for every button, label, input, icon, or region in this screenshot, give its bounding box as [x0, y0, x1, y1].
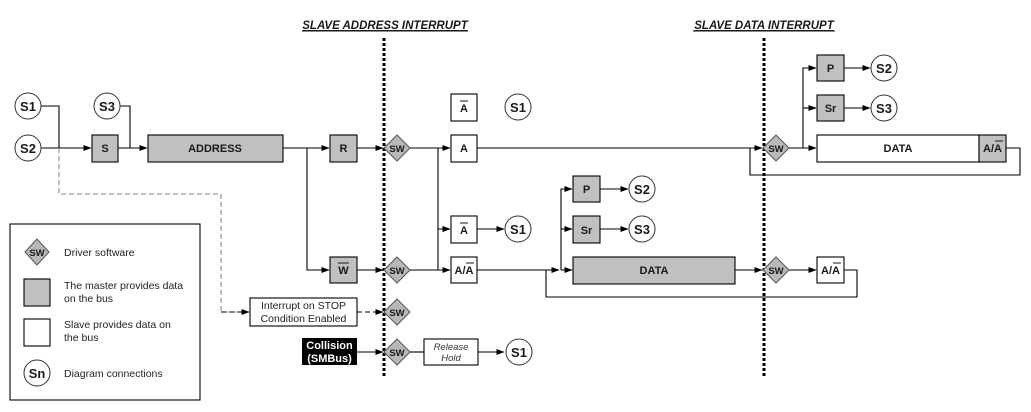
svg-text:A: A — [460, 225, 468, 237]
svg-text:S1: S1 — [511, 345, 527, 360]
svg-text:SW: SW — [389, 348, 404, 359]
sw-diamond: SW — [383, 338, 411, 366]
restart-block: Sr — [572, 215, 601, 244]
svg-text:S1: S1 — [510, 100, 526, 115]
svg-text:S2: S2 — [876, 61, 892, 76]
connector-s3: S3 — [628, 215, 656, 243]
connector-s3: S3 — [93, 92, 121, 120]
svg-text:Sn: Sn — [29, 366, 46, 381]
svg-text:S: S — [101, 143, 108, 155]
svg-text:P: P — [827, 63, 834, 75]
restart-block: Sr — [816, 94, 845, 122]
sw-diamond: SW — [383, 256, 411, 284]
svg-text:Slave provides data on: Slave provides data on — [64, 319, 171, 331]
legend: SW Driver software The master provides d… — [9, 223, 201, 401]
stop-interrupt-block: Interrupt on STOP Condition Enabled — [249, 297, 358, 327]
svg-text:SW: SW — [29, 248, 44, 259]
data-block-read: DATA — [816, 134, 980, 163]
connector-circle-icon — [23, 359, 51, 387]
read-block: R — [329, 134, 358, 163]
legend-item-slave: Slave provides data on the bus — [23, 318, 171, 347]
stop-block: P — [816, 54, 845, 82]
sw-diamond: SW — [383, 134, 411, 162]
stop-interrupt-path — [58, 148, 384, 315]
svg-text:S1: S1 — [510, 222, 526, 237]
connector-s1: S1 — [14, 92, 42, 120]
svg-text:DATA: DATA — [884, 143, 913, 155]
connector-s1: S1 — [505, 338, 533, 366]
svg-text:A: A — [460, 103, 468, 115]
svg-text:A/A: A/A — [455, 265, 474, 277]
svg-text:SW: SW — [389, 266, 404, 277]
nack-block: A — [450, 215, 478, 244]
sw-diamond: SW — [762, 256, 790, 284]
ack-nack-block: A/A — [450, 256, 478, 284]
svg-text:A/A: A/A — [821, 265, 840, 277]
nack-block: A — [450, 93, 478, 122]
svg-text:ADDRESS: ADDRESS — [188, 143, 242, 155]
ack-nack-block: A/A — [816, 256, 845, 284]
svg-text:S3: S3 — [99, 99, 115, 114]
svg-text:DATA: DATA — [640, 265, 669, 277]
wires — [41, 65, 1021, 355]
svg-text:Interrupt on STOP: Interrupt on STOP — [261, 300, 346, 312]
svg-text:S3: S3 — [634, 222, 650, 237]
connector-s2: S2 — [870, 54, 898, 82]
svg-text:S2: S2 — [634, 182, 650, 197]
connector-s1: S1 — [504, 93, 532, 121]
svg-text:Diagram connections: Diagram connections — [64, 368, 163, 380]
write-block: W — [329, 256, 358, 284]
release-hold-block: Release Hold — [423, 338, 479, 366]
svg-text:Release: Release — [434, 342, 469, 353]
legend-item-driver-software: SW Driver software — [24, 238, 135, 266]
svg-text:SW: SW — [389, 144, 404, 155]
connector-s1: S1 — [504, 215, 532, 243]
collision-block: Collision (SMBus) — [302, 338, 357, 365]
connector-s3: S3 — [870, 94, 898, 122]
ack-block: A — [450, 134, 478, 163]
svg-text:Hold: Hold — [441, 353, 461, 364]
svg-text:Driver software: Driver software — [64, 247, 135, 259]
svg-text:SW: SW — [389, 308, 404, 319]
connector-s2: S2 — [14, 134, 42, 162]
svg-text:SW: SW — [768, 144, 783, 155]
svg-text:A: A — [460, 143, 468, 155]
master-ack-nack-block: A/A — [978, 134, 1007, 163]
svg-text:S1: S1 — [20, 99, 36, 114]
svg-text:Condition Enabled: Condition Enabled — [261, 313, 347, 325]
svg-text:S2: S2 — [20, 141, 36, 156]
start-block: S — [91, 134, 119, 163]
svg-text:on the bus: on the bus — [64, 293, 113, 305]
sw-diamond-icon — [24, 238, 50, 266]
gray-square-icon — [23, 278, 51, 307]
svg-text:Collision: Collision — [306, 340, 353, 352]
svg-text:P: P — [583, 184, 590, 196]
stop-block: P — [572, 175, 601, 203]
header-slave-data-interrupt: SLAVE DATA INTERRUPT — [694, 20, 834, 32]
svg-text:W: W — [338, 265, 349, 277]
header-slave-address-interrupt: SLAVE ADDRESS INTERRUPT — [302, 20, 468, 32]
svg-text:R: R — [340, 143, 348, 155]
svg-text:A/A: A/A — [983, 143, 1002, 155]
svg-text:The master provides data: The master provides data — [64, 280, 183, 292]
address-block: ADDRESS — [147, 134, 284, 163]
svg-text:the bus: the bus — [64, 332, 98, 344]
legend-item-connections: Sn Diagram connections — [23, 359, 163, 387]
sw-diamond: SW — [762, 134, 790, 162]
connector-s2: S2 — [628, 175, 656, 203]
data-block-write: DATA — [572, 256, 736, 285]
white-square-icon — [23, 318, 51, 347]
sw-diamond: SW — [383, 298, 411, 326]
svg-text:Sr: Sr — [581, 225, 593, 237]
svg-text:SW: SW — [768, 266, 783, 277]
svg-text:(SMBus): (SMBus) — [307, 353, 352, 365]
svg-text:S3: S3 — [876, 101, 892, 116]
legend-item-master: The master provides data on the bus — [23, 278, 183, 307]
svg-text:Sr: Sr — [825, 103, 837, 115]
